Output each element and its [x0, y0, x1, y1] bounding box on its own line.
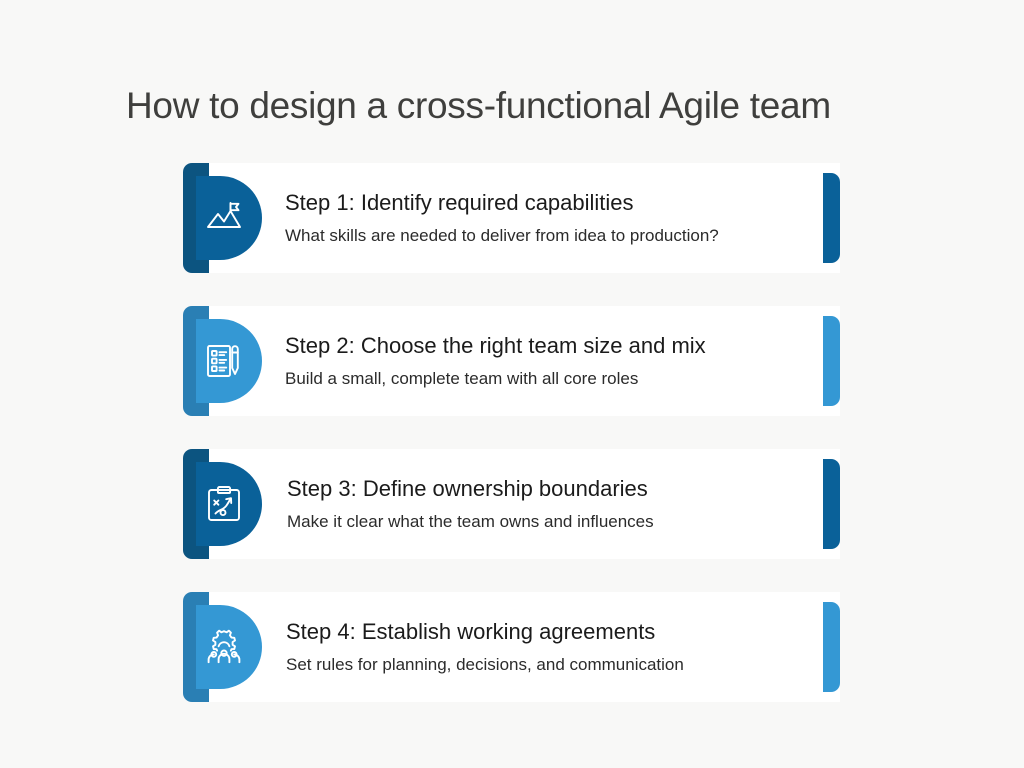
step-heading: Step 3: Define ownership boundaries [287, 475, 648, 501]
step-icon-badge [183, 592, 262, 702]
step-card-background [196, 592, 840, 702]
step-description: What skills are needed to deliver from i… [285, 226, 719, 246]
step-heading: Step 2: Choose the right team size and m… [285, 332, 706, 358]
badge-body [196, 462, 262, 546]
badge-body [196, 319, 262, 403]
step-card-background [196, 306, 840, 416]
step-description: Set rules for planning, decisions, and c… [286, 655, 684, 675]
step-card-background [196, 163, 840, 273]
step-description: Build a small, complete team with all co… [285, 369, 639, 389]
step-heading: Step 4: Establish working agreements [286, 618, 656, 644]
card-accent-bar [823, 316, 840, 406]
clipboard-strategy-icon [199, 479, 249, 529]
card-accent-bar [823, 459, 840, 549]
checklist-pen-icon [199, 336, 249, 386]
mountain-flag-icon [199, 193, 249, 243]
gear-team-icon [199, 622, 249, 672]
step-card-background [196, 449, 840, 559]
card-accent-bar [823, 173, 840, 263]
step-icon-badge [183, 306, 262, 416]
badge-body [196, 176, 262, 260]
step-icon-badge [183, 163, 262, 273]
step-icon-badge [183, 449, 262, 559]
page-title: How to design a cross-functional Agile t… [126, 85, 831, 126]
step-description: Make it clear what the team owns and inf… [287, 512, 654, 532]
step-heading: Step 1: Identify required capabilities [285, 189, 634, 215]
card-accent-bar [823, 602, 840, 692]
step-card-2[interactable]: Step 2: Choose the right team size and m… [0, 306, 1024, 416]
step-text-block: Step 2: Choose the right team size and m… [285, 306, 706, 416]
